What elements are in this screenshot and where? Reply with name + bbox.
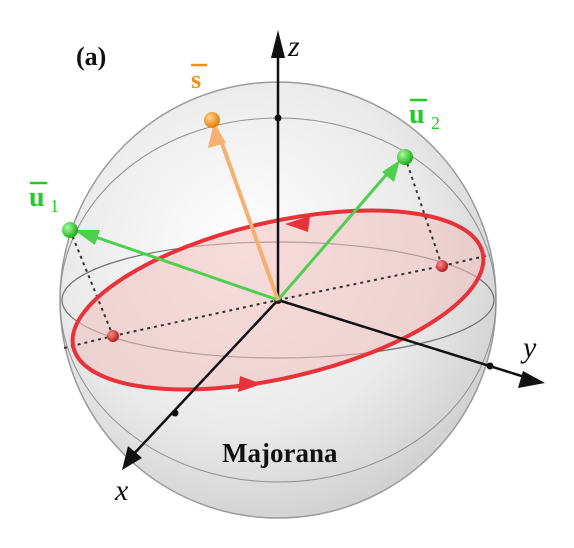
vector-u2 [276, 166, 395, 301]
vector-u1-subscript: 1 [50, 196, 59, 216]
y-axis-tick [486, 362, 494, 370]
vector-s-label: s [191, 63, 207, 94]
y-axis [277, 298, 529, 380]
sphere-label: Majorana [222, 438, 338, 468]
projection-dot-u1 [107, 330, 119, 342]
vector-u2-tip-ball [397, 149, 413, 165]
x-axis-label: x [114, 474, 129, 507]
vector-u1-tip-ball [62, 222, 78, 238]
vector-s-arrowhead [208, 122, 226, 148]
drop-line-u2 [404, 156, 443, 267]
z-axis-tick [274, 114, 282, 122]
projection-line-right-edge [441, 254, 491, 267]
vector-s [217, 134, 280, 301]
vector-u1-arrowhead [74, 230, 100, 245]
orbit-arrow-top [285, 216, 310, 232]
vector-u2-arrowhead [382, 160, 400, 182]
panel-label: (a) [76, 42, 106, 71]
vector-u1-symbol: u [29, 182, 45, 213]
vector-u1-label: u 1 [29, 181, 59, 216]
vector-u2-label: u 2 [409, 98, 440, 133]
drop-line-u1 [69, 229, 114, 337]
projection-line-u1-to-center [112, 299, 279, 337]
vector-u2-subscript: 2 [431, 113, 440, 133]
x-axis [129, 299, 279, 459]
vector-u1 [83, 231, 279, 302]
projection-dot-u2 [436, 260, 448, 272]
x-axis-arrowhead [122, 446, 142, 470]
vector-s-symbol: s [191, 65, 201, 94]
y-axis-label: y [520, 331, 537, 364]
x-axis-tick [171, 409, 179, 417]
orbit-arrow-bottom [238, 376, 262, 392]
red-orbit [70, 208, 486, 392]
z-axis-label: z [287, 30, 300, 63]
z-axis-arrowhead [271, 30, 285, 58]
y-axis-arrowhead [518, 371, 545, 388]
vector-s-tip-ball [204, 112, 220, 128]
vector-u2-symbol: u [409, 99, 425, 130]
